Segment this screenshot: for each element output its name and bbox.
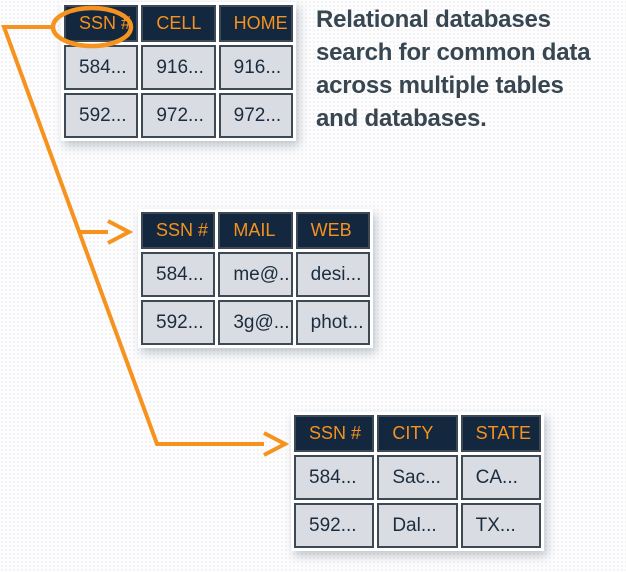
table-row: 584... Sac... CA... [294,455,541,500]
table-cell: 3g@... [218,300,293,345]
table-row: 592... Dal... TX... [294,503,541,548]
arrowhead-to-mail-table-icon [107,219,134,245]
column-header-ssn: SSN # [294,415,375,452]
column-header-home: HOME [218,5,293,42]
caption: Relational databases search for common d… [316,3,620,135]
table-cell: 584... [64,45,139,90]
column-header-ssn: SSN # [64,5,139,42]
caption-line: and databases. [316,105,487,132]
column-header-state: STATE [460,415,541,452]
table-row: 592... 3g@... phot... [141,300,370,345]
table-cell: 972... [218,93,293,138]
table-cell: Dal... [377,503,458,548]
table-cell: phot... [295,300,370,345]
column-header-city: CITY [377,415,458,452]
table-cell: Sac... [377,455,458,500]
table-cell: desi... [295,252,370,297]
mail-table: SSN # MAIL WEB 584... me@... desi... 592… [138,209,373,348]
table-row: 584... me@... desi... [141,252,370,297]
caption-line: across multiple tables [316,72,564,99]
column-header-mail: MAIL [218,212,293,249]
column-header-web: WEB [295,212,370,249]
table-cell: 972... [141,93,216,138]
table-cell: TX... [460,503,541,548]
address-table: SSN # CITY STATE 584... Sac... CA... 592… [291,412,544,551]
table-cell: 592... [64,93,139,138]
table-cell: 584... [294,455,375,500]
table-cell: 584... [141,252,216,297]
table-header-row: SSN # CELL HOME [64,5,293,42]
caption-line: Relational databases [316,6,551,33]
table-cell: 592... [294,503,375,548]
table-row: 592... 972... 972... [64,93,293,138]
table-header-row: SSN # MAIL WEB [141,212,370,249]
column-header-ssn: SSN # [141,212,216,249]
table-cell: me@... [218,252,293,297]
table-cell: CA... [460,455,541,500]
table-cell: 592... [141,300,216,345]
column-header-cell: CELL [141,5,216,42]
arrowhead-to-address-table-icon [263,431,290,457]
table-header-row: SSN # CITY STATE [294,415,541,452]
table-row: 584... 916... 916... [64,45,293,90]
table-cell: 916... [141,45,216,90]
caption-line: search for common data [316,39,591,66]
phone-table: SSN # CELL HOME 584... 916... 916... 592… [61,2,296,141]
table-cell: 916... [218,45,293,90]
